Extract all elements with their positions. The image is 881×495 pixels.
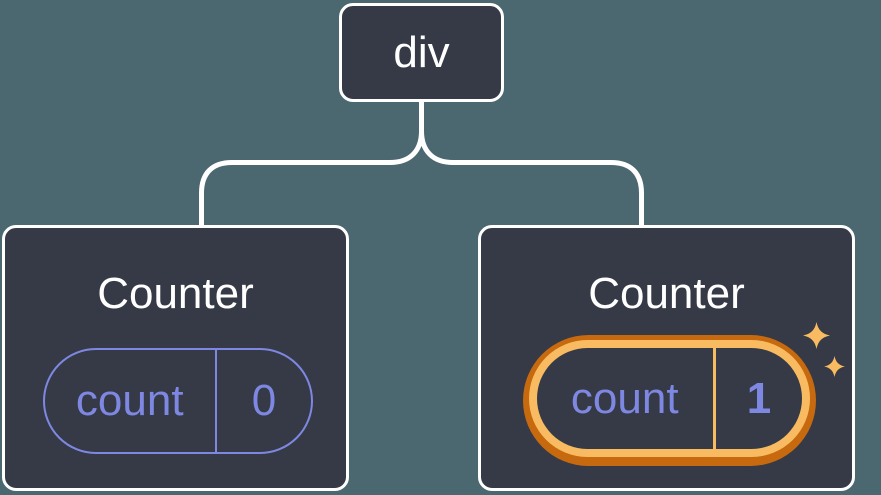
- state-key-label: count: [570, 373, 679, 423]
- state-pill-highlight-ring-inner: count 1: [529, 340, 810, 457]
- pill-divider: [214, 350, 217, 452]
- connector-branch-right: [419, 101, 644, 226]
- counter-title: Counter: [588, 269, 745, 318]
- counter-card-left: Counter count 0: [2, 225, 349, 491]
- sparkle-icon-large: [803, 322, 830, 349]
- connector-branch-left: [199, 101, 424, 226]
- root-node-div: div: [339, 3, 504, 102]
- state-key-section: count: [45, 350, 215, 452]
- root-node-label: div: [393, 27, 450, 77]
- counter-card-right: Counter count 1: [478, 225, 855, 491]
- state-key-section: count: [537, 348, 713, 449]
- state-value-section: 0: [217, 350, 311, 452]
- state-pill-highlight-ring: count 1: [523, 335, 816, 466]
- sparkle-icon-small: [824, 356, 845, 377]
- state-pill: count 1: [537, 348, 802, 449]
- state-value-section: 1: [716, 348, 802, 449]
- state-pill: count 0: [43, 348, 313, 454]
- counter-title: Counter: [97, 269, 254, 318]
- state-key-label: count: [75, 376, 184, 425]
- state-value: 0: [251, 376, 277, 425]
- pill-divider: [712, 348, 716, 449]
- state-value: 1: [746, 373, 772, 423]
